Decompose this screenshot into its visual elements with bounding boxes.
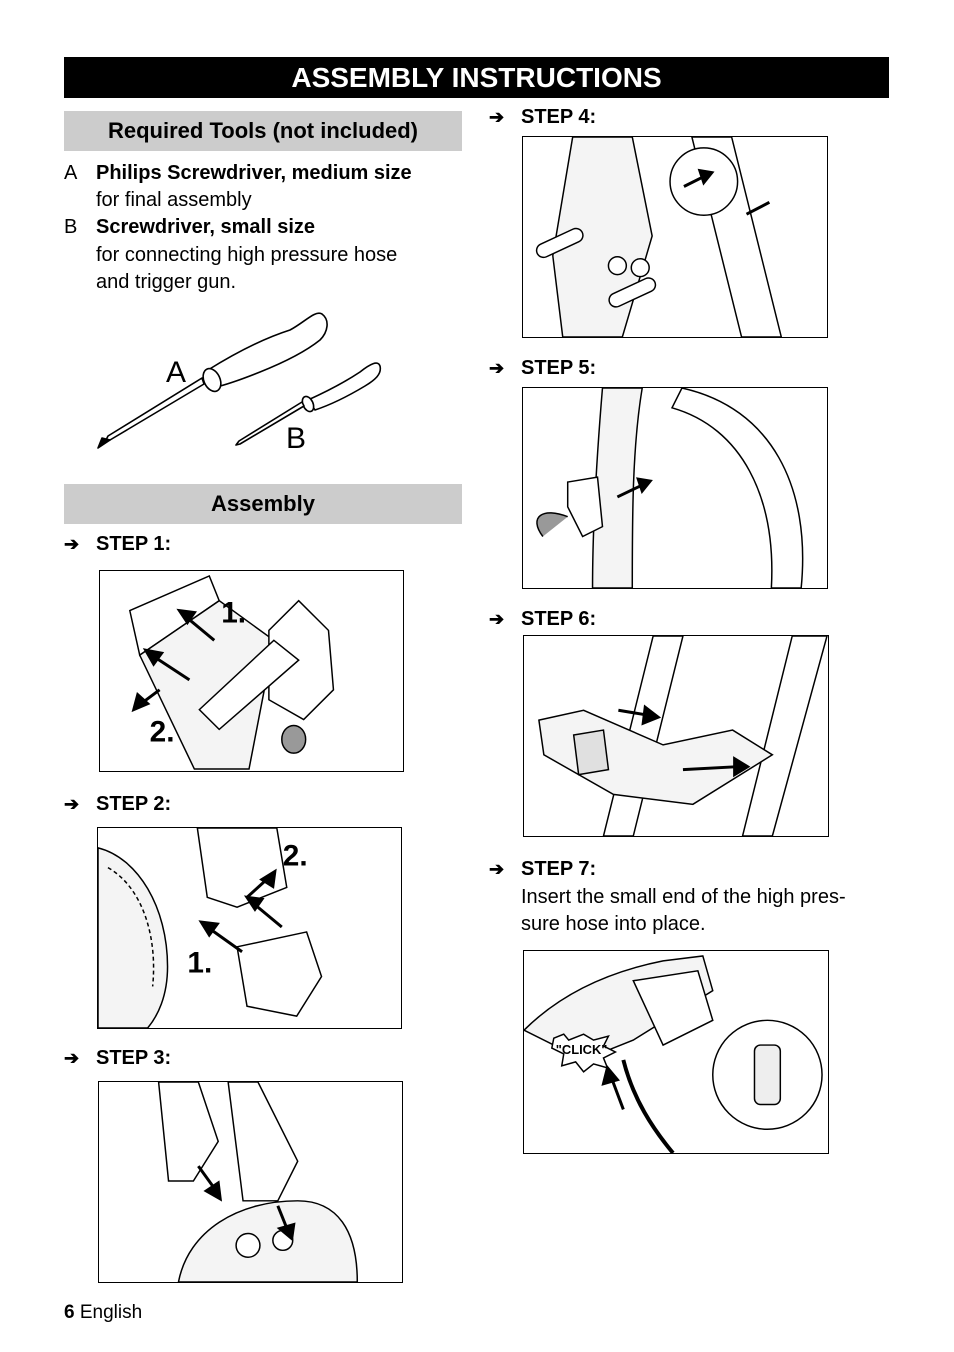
step-2-callout-2: 2.	[283, 840, 308, 873]
tool-desc: and trigger gun.	[96, 271, 237, 293]
tool-desc: for connecting high pressure hose	[96, 244, 398, 266]
tools-heading: Required Tools (not included)	[64, 111, 462, 151]
step-7-text-line: sure hose into place.	[521, 913, 706, 935]
step-label: STEP 3:	[96, 1047, 172, 1069]
footer-language: English	[79, 1302, 143, 1323]
step-4-label: ➔ STEP 4:	[489, 106, 596, 129]
step-6-label: ➔ STEP 6:	[489, 608, 596, 631]
step-6-figure	[523, 635, 829, 837]
arrow-right-icon: ➔	[64, 1048, 80, 1068]
step-7-label: ➔ STEP 7:	[489, 858, 596, 881]
screwdrivers-illustration: A B	[97, 312, 382, 455]
step-3-label: ➔ STEP 3:	[64, 1047, 171, 1070]
tool-letter: B	[64, 216, 78, 238]
arrow-right-icon: ➔	[489, 358, 505, 378]
page-footer: 6 English	[64, 1302, 142, 1324]
assembly-heading: Assembly	[64, 484, 462, 524]
step-label: STEP 5:	[521, 357, 597, 379]
step-5-label: ➔ STEP 5:	[489, 357, 596, 380]
step-1-label: ➔ STEP 1:	[64, 533, 171, 556]
step-2-callout-1: 1.	[187, 947, 212, 980]
step-7-text: Insert the small end of the high pres- s…	[521, 884, 846, 938]
step-1-figure: 1. 2.	[99, 570, 404, 772]
step-4-figure	[522, 136, 828, 338]
step-label: STEP 2:	[96, 793, 172, 815]
step-7-figure: "CLICK"	[523, 950, 829, 1154]
tool-desc: for final assembly	[96, 189, 252, 211]
step-2-label: ➔ STEP 2:	[64, 793, 171, 816]
tool-name: Screwdriver, small size	[96, 216, 316, 238]
step-3-figure	[98, 1081, 403, 1283]
step-2-figure: 2. 1.	[97, 827, 402, 1029]
arrow-right-icon: ➔	[489, 859, 505, 879]
step-label: STEP 1:	[96, 533, 172, 555]
tool-name: Philips Screwdriver, medium size	[96, 162, 412, 184]
step-1-callout-1: 1.	[221, 597, 246, 630]
step-1-callout-2: 2.	[150, 715, 175, 748]
page-number: 6	[64, 1302, 75, 1323]
step-label: STEP 7:	[521, 858, 597, 880]
page-title: ASSEMBLY INSTRUCTIONS	[64, 57, 889, 98]
arrow-right-icon: ➔	[489, 609, 505, 629]
step-7-text-line: Insert the small end of the high pres-	[521, 886, 846, 908]
tool-letter: A	[64, 162, 78, 184]
step-label: STEP 4:	[521, 106, 597, 128]
click-callout: "CLICK"	[556, 1042, 608, 1057]
step-label: STEP 6:	[521, 608, 597, 630]
arrow-right-icon: ➔	[64, 794, 80, 814]
step-5-figure	[522, 387, 828, 589]
arrow-right-icon: ➔	[489, 107, 505, 127]
tool-label-a: A	[166, 356, 186, 389]
tool-label-b: B	[286, 422, 306, 455]
arrow-right-icon: ➔	[64, 534, 80, 554]
